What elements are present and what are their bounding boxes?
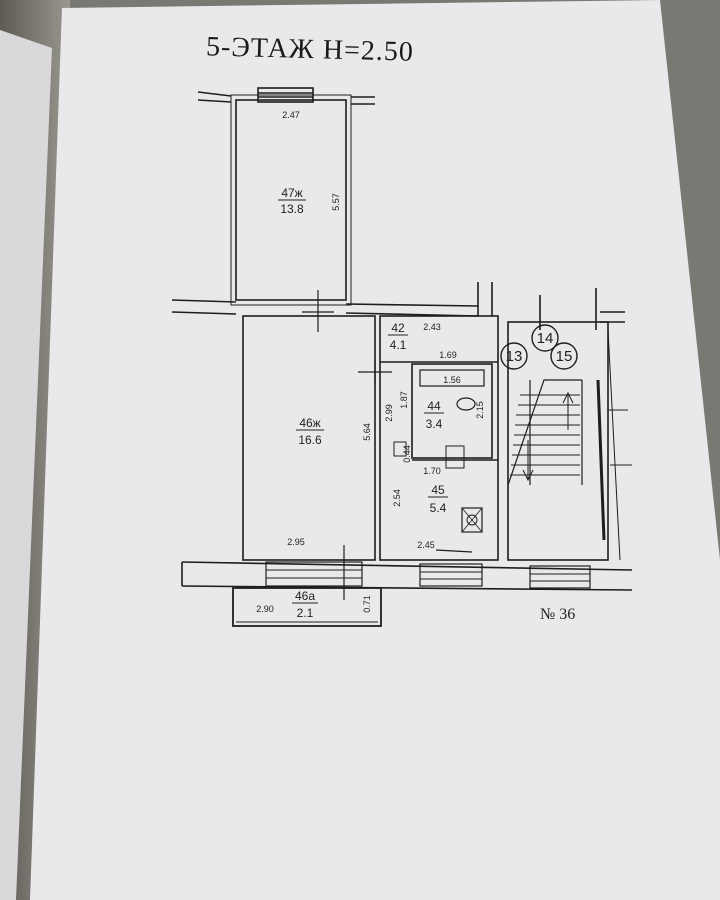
- marker-13-circle: [500, 342, 528, 370]
- bathtub: [419, 369, 485, 387]
- pipe-shaft: [393, 441, 407, 457]
- dim-2-54: 2.54: [392, 489, 402, 507]
- room-42-45-outline: [379, 315, 499, 561]
- room-46a-area: 2.1: [297, 606, 314, 620]
- dim-2-90: 2.90: [256, 604, 274, 614]
- stove: [461, 507, 483, 533]
- wall-stub: [197, 99, 232, 103]
- room-46-number: 46ж: [299, 416, 320, 430]
- dim-2-45: 2.45: [417, 540, 435, 550]
- marker-15-label: 15: [556, 348, 573, 365]
- dim-2-47: 2.47: [282, 110, 300, 120]
- stair-wall-thick: [596, 379, 606, 541]
- window: [257, 87, 314, 103]
- stair-arrow-head: [562, 391, 574, 404]
- room-45-area: 5.4: [430, 501, 447, 515]
- washbasin: [456, 397, 476, 411]
- wall-stub: [197, 91, 232, 97]
- stove-burner: [466, 514, 478, 526]
- room-47-area: 13.8: [280, 202, 304, 216]
- window: [419, 563, 483, 587]
- dim-2-95: 2.95: [287, 537, 305, 547]
- marker-14-label: 14: [537, 330, 554, 347]
- room-46a-number: 46а: [295, 589, 315, 603]
- dim-2-43: 2.43: [423, 322, 441, 332]
- room-42-number: 42: [391, 321, 405, 335]
- left-page-edge: [0, 30, 52, 900]
- window: [529, 565, 591, 589]
- room-42-area: 4.1: [390, 338, 407, 352]
- page-title: 5-ЭТАЖ Н=2.50: [205, 31, 415, 68]
- corridor-wall: [171, 311, 237, 315]
- dim-5-64: 5.64: [362, 423, 372, 441]
- room-44-area: 3.4: [426, 417, 443, 431]
- dim-0-71: 0.71: [362, 595, 372, 613]
- marker-13-label: 13: [506, 348, 523, 365]
- room-47-outline: [235, 99, 347, 301]
- room-47-outer-wall: [230, 94, 352, 306]
- room-46-area: 16.6: [298, 433, 322, 447]
- stairwell-outline: [507, 321, 609, 561]
- stair-arrow-head: [522, 469, 534, 482]
- marker-14-circle: [531, 324, 559, 352]
- stair-markers: [500, 324, 578, 370]
- stove-mark: [461, 507, 483, 533]
- stair-flight-edge: [507, 379, 582, 486]
- room-45-number: 45: [431, 483, 445, 497]
- dim-1-56: 1.56: [443, 375, 461, 385]
- dim-1-70: 1.70: [423, 466, 441, 476]
- floor-plan: [171, 87, 633, 627]
- bottom-wall: [181, 561, 633, 571]
- dim-1-69: 1.69: [439, 350, 457, 360]
- dimension-line: [435, 549, 473, 553]
- room-47-number: 47ж: [281, 186, 302, 200]
- dim-2-15: 2.15: [475, 401, 485, 419]
- dim-5-57: 5.57: [331, 193, 341, 211]
- sheet-number: № 36: [540, 606, 576, 623]
- room-46-outline: [242, 315, 376, 561]
- dim-0-44: 0.44: [402, 445, 412, 463]
- marker-15-circle: [550, 342, 578, 370]
- dim-2-99: 2.99: [384, 404, 394, 422]
- window: [265, 561, 363, 587]
- stair-outer-wall: [607, 329, 621, 561]
- toilet-fixture: [445, 445, 465, 469]
- dim-1-87: 1.87: [399, 391, 409, 409]
- corridor-wall: [171, 299, 237, 303]
- room-44-outline: [411, 363, 493, 459]
- bottom-wall: [181, 585, 633, 591]
- balcony-46a-outline: [232, 587, 382, 627]
- room-44-number: 44: [427, 399, 441, 413]
- corridor-wall: [345, 303, 479, 307]
- stair-treads: [510, 394, 580, 476]
